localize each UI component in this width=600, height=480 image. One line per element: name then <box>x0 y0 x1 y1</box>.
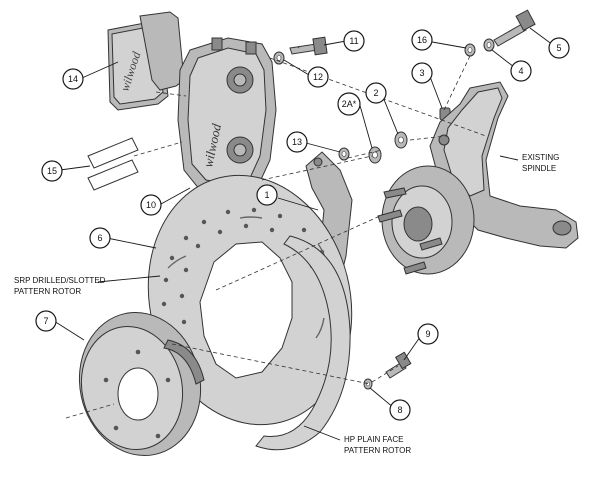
svg-text:2A*: 2A* <box>342 99 357 109</box>
svg-text:9: 9 <box>425 329 430 339</box>
svg-text:6: 6 <box>97 233 102 243</box>
callout-6: 6 <box>89 227 111 249</box>
svg-text:3: 3 <box>419 68 424 78</box>
srp-rotor-label-line1: SRP DRILLED/SLOTTED <box>14 276 106 285</box>
hp-rotor-label-line2: PATTERN ROTOR <box>344 446 411 455</box>
svg-text:2: 2 <box>373 88 378 98</box>
pad-clips <box>87 137 139 191</box>
caliper-bolt <box>289 36 328 56</box>
svg-text:11: 11 <box>349 36 358 46</box>
svg-text:5: 5 <box>556 43 561 53</box>
callout-2: 2 <box>365 82 387 104</box>
washer-16 <box>464 43 476 57</box>
plain-face-rotor <box>255 235 351 451</box>
svg-text:1: 1 <box>264 190 269 200</box>
callout-9: 9 <box>417 323 439 345</box>
callout-1: 1 <box>256 184 278 206</box>
hub-assembly <box>377 165 475 275</box>
bracket-bolt <box>493 9 536 47</box>
svg-text:15: 15 <box>47 166 57 176</box>
svg-text:12: 12 <box>313 72 323 82</box>
callout-11: 11 <box>343 30 365 52</box>
callout-12: 12 <box>307 66 329 88</box>
callout-5: 5 <box>548 37 570 59</box>
spindle-label-line2: SPINDLE <box>522 164 556 173</box>
rotor-bolt <box>385 351 412 379</box>
shim-2a <box>368 146 382 164</box>
svg-text:14: 14 <box>68 74 78 84</box>
rotor-hat <box>78 311 205 457</box>
washer-13 <box>338 147 350 161</box>
callout-13: 13 <box>286 131 308 153</box>
spindle-label-line1: EXISTING <box>522 153 559 162</box>
svg-text:7: 7 <box>43 316 48 326</box>
callout-15: 15 <box>41 160 63 182</box>
hp-rotor-label-line1: HP PLAIN FACE <box>344 435 403 444</box>
caliper: wilwood <box>177 37 277 195</box>
washer-4 <box>483 38 495 52</box>
svg-text:10: 10 <box>146 200 156 210</box>
callout-8: 8 <box>389 399 411 421</box>
svg-text:16: 16 <box>417 35 427 45</box>
callout-2a: 2A* <box>337 92 361 116</box>
callout-10: 10 <box>140 194 162 216</box>
svg-text:13: 13 <box>292 137 302 147</box>
callout-14: 14 <box>62 68 84 90</box>
callout-3: 3 <box>411 62 433 84</box>
callout-4: 4 <box>510 60 532 82</box>
svg-text:8: 8 <box>397 405 402 415</box>
shim-2 <box>394 131 408 149</box>
caliper-washer <box>273 51 285 65</box>
rotor-washer <box>363 378 373 390</box>
svg-text:4: 4 <box>518 66 523 76</box>
srp-rotor-label-line2: PATTERN ROTOR <box>14 287 81 296</box>
brake-pads: wilwood <box>107 11 185 111</box>
callout-16: 16 <box>411 29 433 51</box>
callout-7: 7 <box>35 310 57 332</box>
